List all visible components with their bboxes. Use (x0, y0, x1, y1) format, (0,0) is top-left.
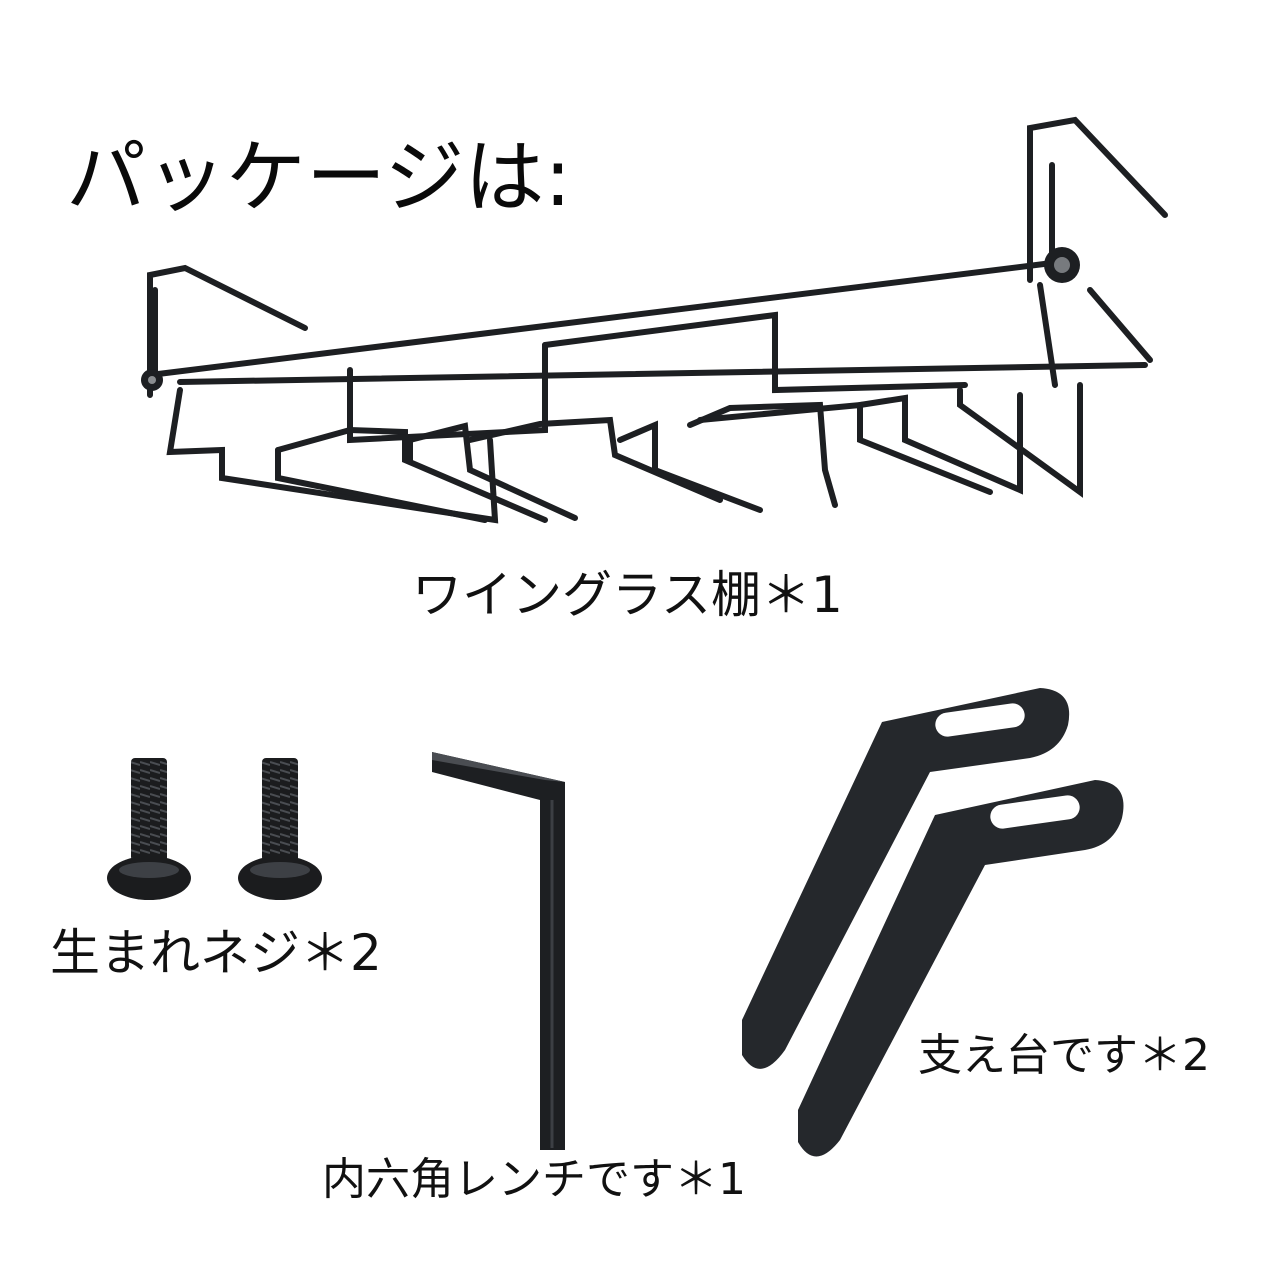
screw-2 (238, 758, 322, 900)
package-title: パッケージは: (66, 131, 572, 224)
hex-wrench-label: 内六角レンチです＊1 (322, 1154, 746, 1205)
wine-rack-label: ワイングラス棚＊1 (412, 566, 843, 624)
bracket-2 (798, 780, 1124, 1157)
support-brackets-label: 支え台です＊2 (918, 1030, 1210, 1081)
screw-1 (107, 758, 191, 900)
bracket-1 (742, 688, 1070, 1069)
screws-label: 生まれネジ＊2 (50, 924, 382, 982)
